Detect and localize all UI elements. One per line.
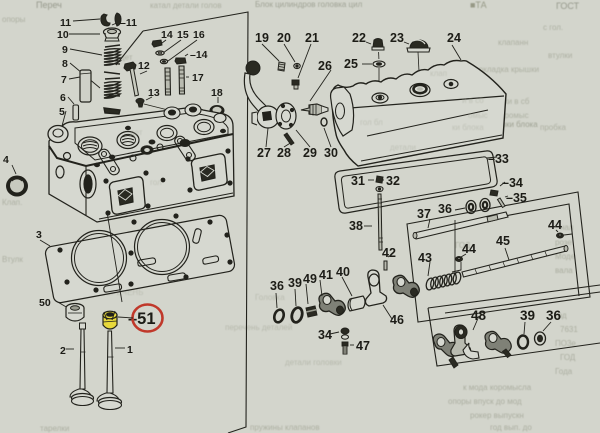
svg-text:21: 21 xyxy=(305,31,319,45)
svg-text:50: 50 xyxy=(39,297,51,309)
svg-text:Втулк: Втулк xyxy=(2,255,23,264)
svg-text:43: 43 xyxy=(418,251,432,265)
svg-text:–11: –11 xyxy=(120,17,137,29)
svg-text:клап: клап xyxy=(430,69,447,78)
svg-text:нал: нал xyxy=(560,223,574,232)
svg-text:13: 13 xyxy=(148,87,160,99)
svg-text:с гол.: с гол. xyxy=(543,23,563,32)
svg-text:опоры: опоры xyxy=(2,15,26,24)
svg-text:36: 36 xyxy=(546,308,562,323)
svg-text:детали: детали xyxy=(390,143,416,152)
svg-text:прокладка крышки: прокладка крышки xyxy=(470,65,539,74)
svg-text:омыс: омыс xyxy=(468,111,488,120)
svg-text:дет: дет xyxy=(130,128,143,137)
svg-text:42: 42 xyxy=(382,246,396,260)
svg-text:48: 48 xyxy=(471,308,487,323)
svg-text:тарелки: тарелки xyxy=(40,424,69,433)
svg-text:17: 17 xyxy=(192,72,204,84)
svg-text:пробка: пробка xyxy=(540,123,566,132)
svg-text:47: 47 xyxy=(356,339,370,353)
svg-text:■ТА: ■ТА xyxy=(470,0,487,10)
svg-text:–14: –14 xyxy=(190,49,208,61)
svg-text:рокер выпускн: рокер выпускн xyxy=(470,411,524,420)
svg-text:ГОД: ГОД xyxy=(560,353,576,362)
svg-text:7: 7 xyxy=(61,74,67,86)
svg-text:3: 3 xyxy=(36,229,42,241)
svg-text:15: 15 xyxy=(177,29,189,41)
svg-text:41: 41 xyxy=(319,268,333,282)
svg-text:4: 4 xyxy=(3,154,9,166)
svg-text:36: 36 xyxy=(438,202,452,216)
svg-text:26: 26 xyxy=(318,59,332,73)
svg-text:46: 46 xyxy=(390,313,404,327)
svg-text:31: 31 xyxy=(351,174,365,188)
svg-text:25: 25 xyxy=(344,57,358,71)
svg-text:16: 16 xyxy=(193,29,205,41)
svg-text:ПО3е: ПО3е xyxy=(555,339,576,348)
svg-text:29: 29 xyxy=(303,146,317,160)
svg-text:втулки: втулки xyxy=(548,51,572,60)
svg-text:39: 39 xyxy=(288,276,302,290)
svg-text:11: 11 xyxy=(60,17,71,29)
svg-text:40: 40 xyxy=(336,265,350,279)
svg-text:49: 49 xyxy=(303,272,317,286)
svg-text:44: 44 xyxy=(548,218,562,232)
svg-text:5: 5 xyxy=(59,106,65,118)
svg-text:45: 45 xyxy=(496,234,510,248)
svg-text:катал детали голов: катал детали голов xyxy=(150,1,222,10)
svg-text:20: 20 xyxy=(277,31,291,45)
svg-text:22: 22 xyxy=(352,31,366,45)
svg-text:12: 12 xyxy=(138,60,150,72)
svg-text:Блок цилиндров головка цил: Блок цилиндров головка цил xyxy=(255,0,363,9)
svg-text:и в сб: и в сб xyxy=(462,96,484,105)
svg-text:19: 19 xyxy=(255,31,269,45)
svg-text:28: 28 xyxy=(277,146,291,160)
svg-text:–33: –33 xyxy=(488,152,509,166)
svg-text:ПЕРЕЧЕНЬ: ПЕРЕЧЕНЬ xyxy=(100,288,143,297)
svg-text:10: 10 xyxy=(57,29,69,41)
svg-text:32: 32 xyxy=(386,174,400,188)
svg-text:7631: 7631 xyxy=(560,325,578,334)
svg-text:ГОСТ: ГОСТ xyxy=(556,1,580,11)
svg-text:Клап.: Клап. xyxy=(2,198,22,207)
svg-text:27: 27 xyxy=(257,146,271,160)
svg-text:1: 1 xyxy=(127,344,133,356)
svg-text:год: год xyxy=(555,311,567,320)
svg-text:вала: вала xyxy=(555,266,573,275)
svg-text:2: 2 xyxy=(60,345,66,357)
svg-text:23: 23 xyxy=(390,31,404,45)
svg-text:год вып. до: год вып. до xyxy=(490,423,532,432)
svg-text:39: 39 xyxy=(520,308,535,323)
svg-text:перечень деталей: перечень деталей xyxy=(225,323,292,332)
svg-text:44: 44 xyxy=(462,242,476,256)
svg-text:8: 8 xyxy=(62,58,68,70)
svg-text:гол бл: гол бл xyxy=(360,118,383,127)
svg-text:–34: –34 xyxy=(502,176,523,190)
svg-text:36: 36 xyxy=(270,279,284,293)
svg-text:гол: гол xyxy=(150,178,162,187)
svg-text:34: 34 xyxy=(318,328,332,342)
svg-text:Моде: Моде xyxy=(555,252,576,261)
svg-text:детали головки: детали головки xyxy=(285,358,342,367)
svg-text:Года: Года xyxy=(555,367,573,376)
svg-text:розе: розе xyxy=(555,238,572,247)
svg-text:–35: –35 xyxy=(506,191,527,205)
svg-text:Переч: Переч xyxy=(36,0,62,10)
svg-text:24: 24 xyxy=(447,31,461,45)
svg-text:37: 37 xyxy=(417,207,431,221)
svg-text:30: 30 xyxy=(324,146,338,160)
svg-text:38: 38 xyxy=(349,219,363,233)
svg-text:Головка: Головка xyxy=(255,293,285,302)
svg-text:к мода коромысла: к мода коромысла xyxy=(463,383,532,392)
svg-text:6: 6 xyxy=(60,92,66,104)
svg-text:9: 9 xyxy=(62,44,68,56)
svg-text:ки блока: ки блока xyxy=(452,123,484,132)
svg-text:клапанн: клапанн xyxy=(498,38,528,47)
svg-text:ГОД: ГОД xyxy=(455,241,471,250)
svg-text:18: 18 xyxy=(211,87,223,99)
svg-text:опоры впуск до мод: опоры впуск до мод xyxy=(448,397,522,406)
svg-text:14: 14 xyxy=(161,29,173,41)
svg-text:дет: дет xyxy=(120,53,133,62)
svg-text:пружины клапанов: пружины клапанов xyxy=(250,423,320,432)
